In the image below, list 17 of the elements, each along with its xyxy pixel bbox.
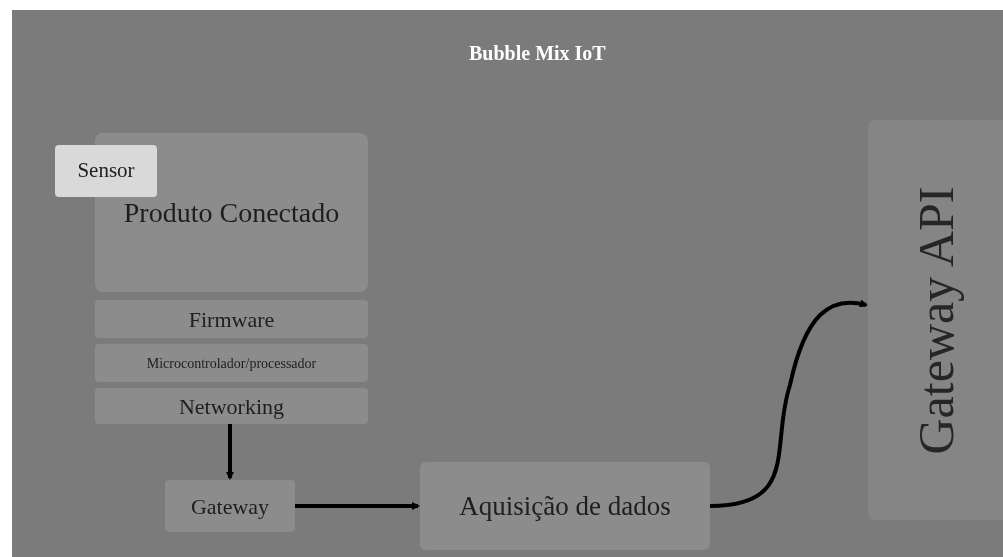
process-box (55, 145, 157, 197)
process-box (868, 120, 1003, 520)
node-label: Produto Conectado (123, 195, 340, 230)
node-label: Aquisição de dados (459, 489, 671, 523)
arrow (295, 502, 420, 510)
process-box (420, 462, 710, 550)
node-label: Gateway (190, 492, 270, 521)
node-label: Gateway API (906, 186, 965, 454)
title: Bubble Mix IoT (469, 41, 606, 66)
process-box (95, 388, 368, 424)
process-box (165, 480, 295, 532)
node-label: Microcontrolador/processador (146, 354, 317, 373)
arrow (709, 299, 868, 508)
node-label: Firmware (188, 305, 275, 334)
node-label: Sensor (77, 157, 135, 185)
node-label: Networking (178, 392, 285, 421)
arrow (226, 424, 234, 480)
